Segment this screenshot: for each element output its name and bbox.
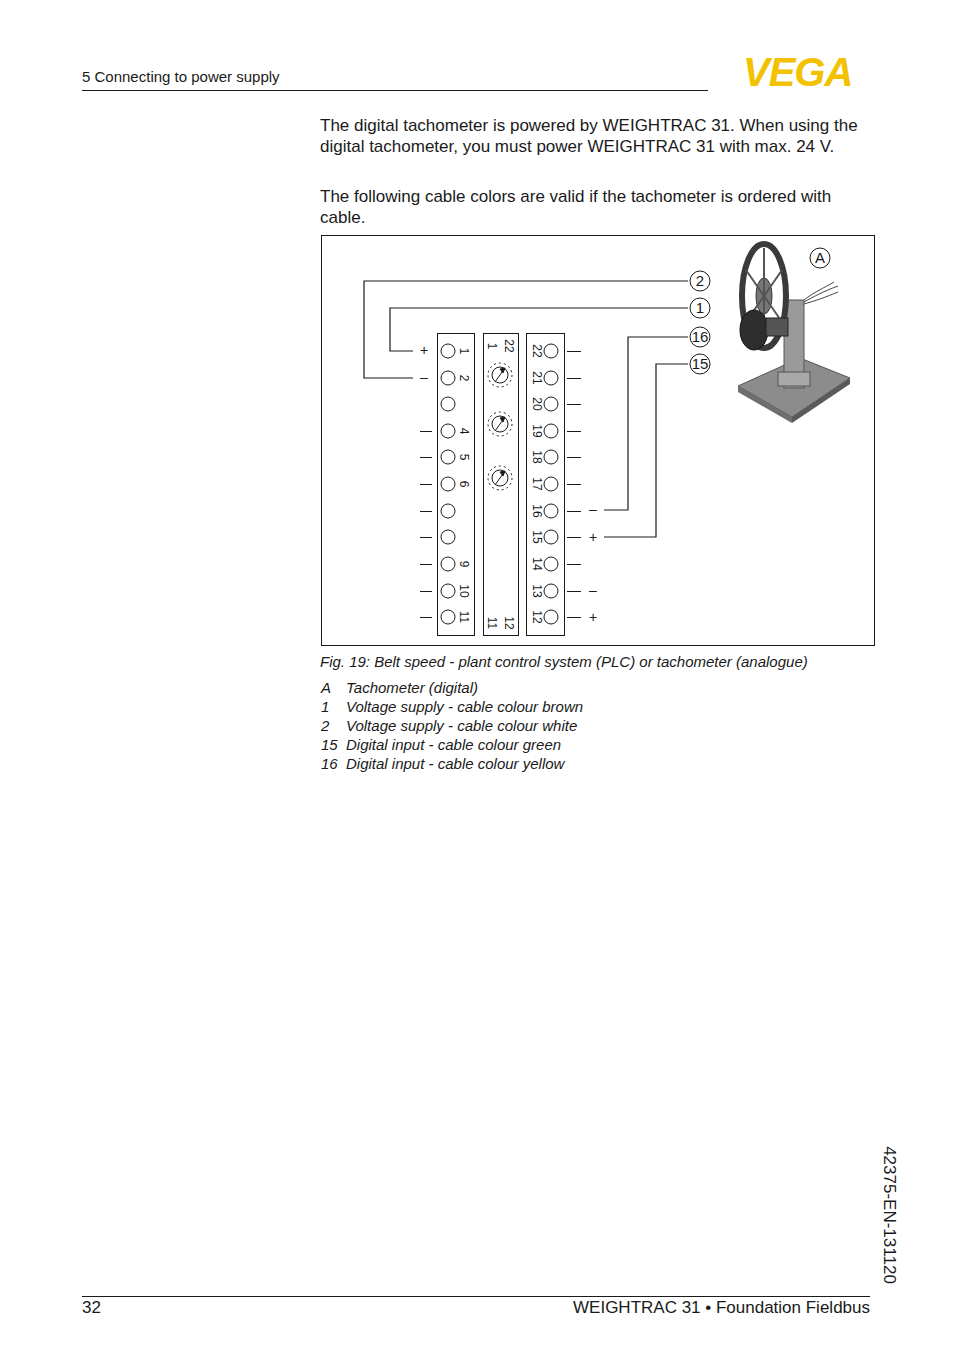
legend-text: 16	[321, 755, 338, 772]
terminal-number: 2	[456, 375, 470, 382]
terminal-number: 22	[501, 339, 515, 352]
tachometer-illustration	[738, 244, 850, 423]
legend-text: Voltage supply - cable colour white	[346, 717, 577, 734]
terminal-strip	[527, 334, 565, 636]
polarity-sign: –	[420, 369, 428, 385]
legend-text: 15	[321, 736, 338, 753]
legend-text: Voltage supply - cable colour brown	[346, 698, 583, 715]
terminal-number: 19	[529, 424, 543, 437]
brand-logo: VEGA	[743, 49, 852, 95]
terminal-number: 1	[484, 343, 498, 350]
legend-text: 1	[321, 698, 329, 715]
legend-text: Tachometer (digital)	[346, 679, 478, 696]
polarity-sign: –	[589, 582, 597, 598]
footer-rule	[82, 1296, 870, 1297]
terminal-number: 6	[456, 481, 470, 488]
page-text: WEIGHTRAC 31 • Foundation Fieldbus	[573, 1298, 870, 1318]
terminal-number: 22	[529, 344, 543, 357]
terminal-number: 12	[501, 616, 515, 629]
callout-number: A	[815, 249, 825, 266]
terminal-number: 17	[529, 477, 543, 490]
terminal-number: 4	[456, 428, 470, 435]
wires	[364, 281, 688, 537]
potentiometer-symbols	[488, 363, 512, 490]
page-text: 32	[82, 1298, 101, 1318]
callout-number: 15	[692, 355, 709, 372]
terminal-number: 11	[484, 617, 498, 629]
terminal-number: 13	[529, 584, 543, 597]
terminals	[420, 344, 455, 624]
polarity-sign: +	[420, 342, 428, 358]
terminal-number: 1	[456, 348, 470, 355]
terminal-number: 12	[529, 610, 543, 623]
terminal-number: 18	[529, 450, 543, 463]
page-text: 5 Connecting to power supply	[82, 68, 280, 85]
header-rule	[82, 90, 708, 91]
figure-frame	[322, 236, 875, 646]
terminal-number: 11	[456, 611, 470, 623]
document-number: 42375-EN-131120	[879, 1146, 899, 1284]
body-text: The following cable colors are valid if …	[320, 186, 868, 228]
polarity-sign: +	[589, 529, 597, 545]
terminal-number: 16	[529, 504, 543, 517]
polarity-sign: –	[589, 501, 597, 517]
legend-text: 2	[321, 717, 329, 734]
terminal-number: 14	[529, 557, 543, 570]
terminal-number: 20	[529, 397, 543, 410]
legend-text: A	[321, 679, 331, 696]
terminal-number: 15	[529, 530, 543, 543]
polarity-sign: +	[589, 609, 597, 625]
terminal-number: 5	[456, 454, 470, 461]
legend-text: Digital input - cable colour green	[346, 736, 561, 753]
body-text: The digital tachometer is powered by WEI…	[320, 115, 868, 157]
potentiometer-strip	[484, 334, 519, 636]
terminal-number: 9	[456, 561, 470, 568]
legend-text: Digital input - cable colour yellow	[346, 755, 564, 772]
figure-caption: Fig. 19: Belt speed - plant control syst…	[320, 653, 808, 670]
terminal-strip	[438, 334, 475, 636]
terminal-number: 10	[456, 584, 470, 597]
callout-number: 2	[696, 272, 704, 289]
terminals	[544, 344, 581, 624]
callout-circles	[690, 248, 830, 374]
callout-number: 1	[696, 299, 704, 316]
callout-number: 16	[692, 328, 709, 345]
terminal-number: 21	[529, 371, 543, 384]
